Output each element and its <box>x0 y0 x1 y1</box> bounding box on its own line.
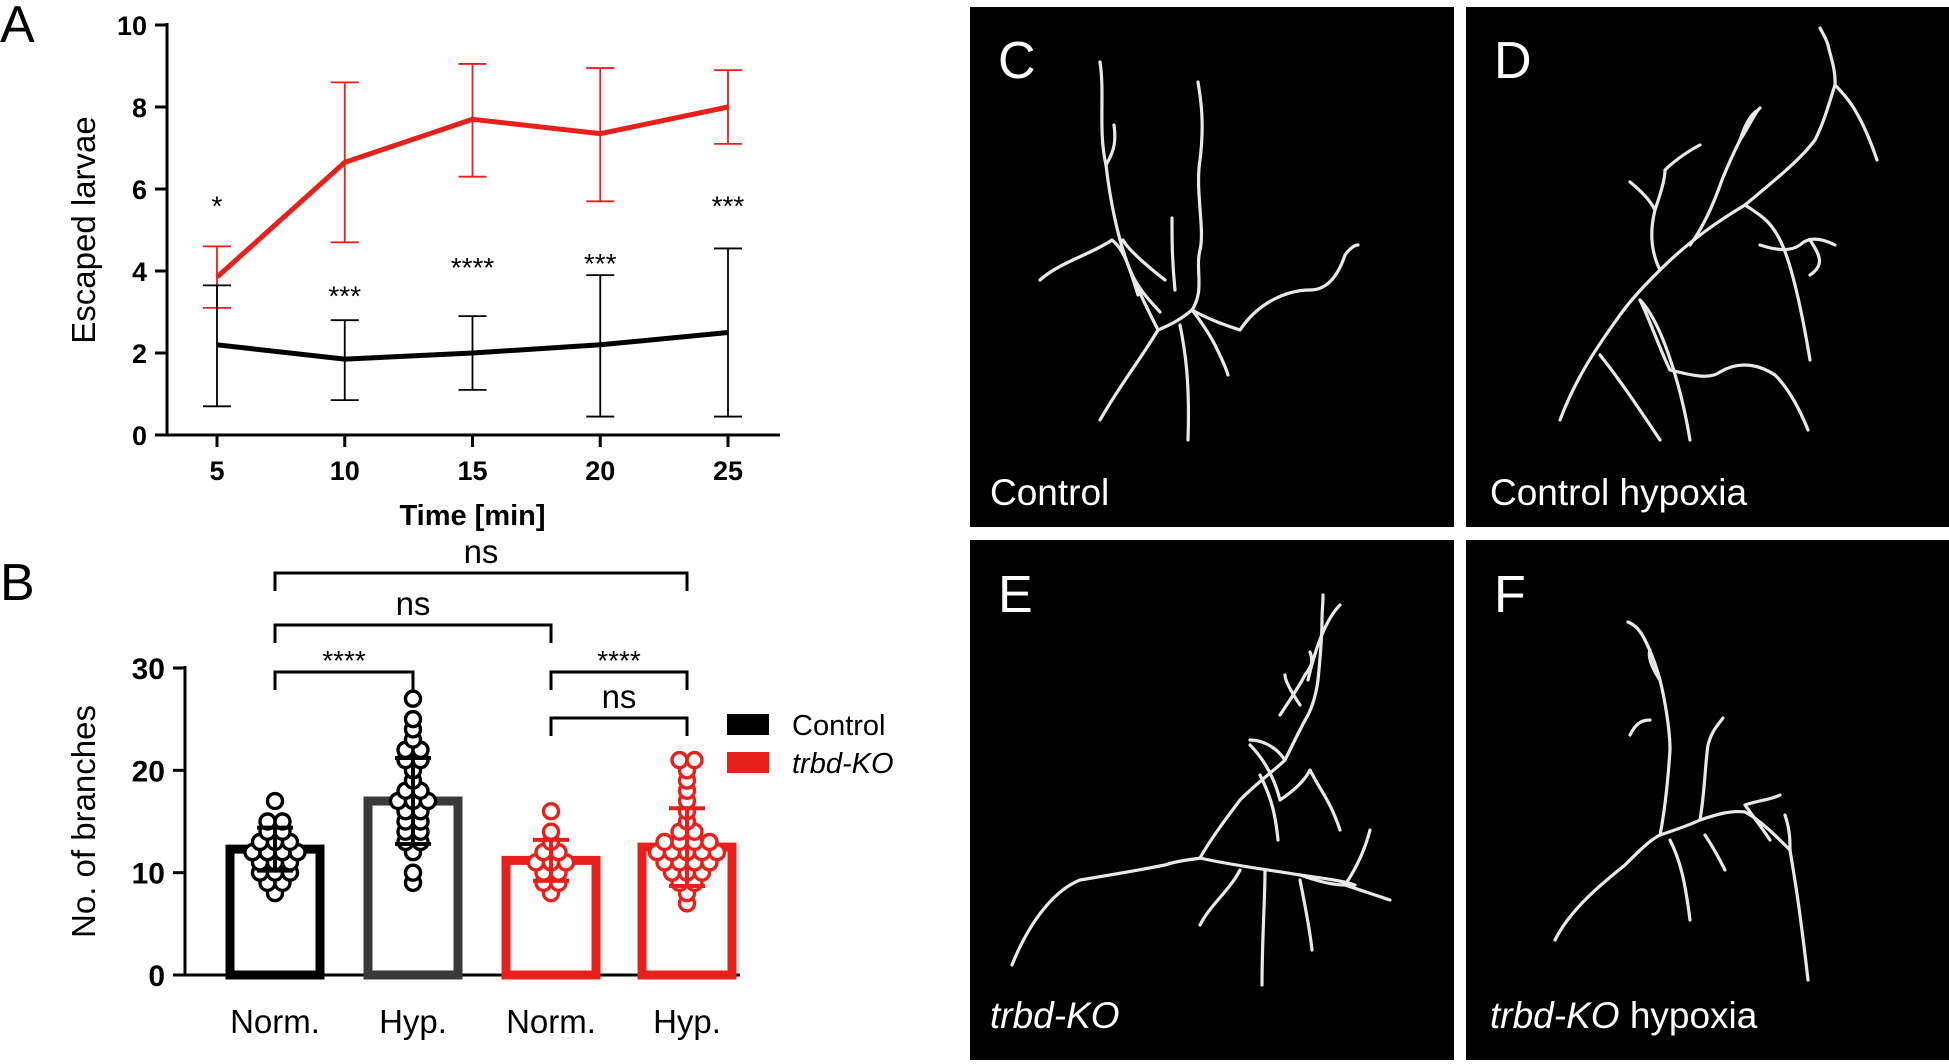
y-tick-label-b-30: 30 <box>132 653 165 686</box>
significance-a-20: *** <box>584 248 617 279</box>
comparison-label-1: ns <box>396 585 431 622</box>
comparison-label-0: ns <box>464 533 499 570</box>
neuron-trace-control <box>1038 60 1360 442</box>
x-axis-title-a: Time [min] <box>399 500 545 532</box>
neuron-trace-trbd-ko-hypoxia <box>1553 620 1810 982</box>
data-point-3-19 <box>700 832 719 852</box>
image-d-background <box>1466 7 1949 527</box>
image-panel-f: F trbd-KO hypoxia <box>1466 540 1949 1060</box>
panel-letter-b: B <box>0 554 35 612</box>
y-tick-label-b-20: 20 <box>132 755 165 788</box>
y-tick-label-a-4: 4 <box>132 257 147 287</box>
significance-a-10: *** <box>328 281 361 312</box>
image-letter-f: F <box>1494 566 1526 624</box>
data-point-3-29 <box>685 750 704 770</box>
image-caption-f-rest: hypoxia <box>1620 995 1758 1036</box>
image-e-background <box>970 540 1454 1060</box>
significance-a-15: **** <box>451 252 495 283</box>
legend-swatch-ko <box>727 752 769 773</box>
panel-letter-a: A <box>0 0 35 54</box>
image-caption-trbd-ko-italic: trbd-KO <box>990 995 1120 1036</box>
x-tick-label-a-20: 20 <box>585 456 615 486</box>
image-panel-c: C Control <box>970 7 1454 527</box>
data-point-2-12 <box>541 802 561 821</box>
image-caption-control-hypoxia: Control hypoxia <box>1490 472 1748 513</box>
x-tick-label-a-25: 25 <box>713 456 743 486</box>
x-tick-label-a-15: 15 <box>457 456 487 486</box>
comparison-label-3: **** <box>597 645 641 676</box>
data-point-1-25 <box>403 689 423 708</box>
image-letter-c: C <box>998 32 1036 90</box>
x-tick-label-a-10: 10 <box>330 456 360 486</box>
y-axis-title-b: No. of branches <box>65 705 102 938</box>
comparison-bracket-0 <box>273 571 689 591</box>
y-axis-title-a: Escaped larvae <box>65 116 102 343</box>
image-caption-control: Control <box>990 472 1109 513</box>
x-tick-label-a-5: 5 <box>209 456 224 486</box>
image-panel-e: E trbd-KO <box>970 540 1454 1060</box>
neuron-trace-trbd-ko <box>1010 593 1392 987</box>
data-point-3-16 <box>655 832 674 852</box>
y-tick-label-a-6: 6 <box>132 175 147 205</box>
image-panel-d: D Control hypoxia <box>1466 7 1949 527</box>
image-caption-f-italic: trbd-KO <box>1490 995 1620 1036</box>
comparison-label-2: **** <box>322 645 366 676</box>
data-point-0-20 <box>265 791 285 811</box>
legend-label-ko: trbd-KO <box>792 748 894 780</box>
significance-a-5: * <box>212 190 223 221</box>
category-label-0: Norm. <box>230 1003 320 1040</box>
comparison-bracket-1 <box>273 623 553 643</box>
image-caption-trbd-ko: trbd-KO <box>990 995 1120 1036</box>
comparison-bracket-4 <box>549 716 689 736</box>
y-tick-label-a-10: 10 <box>117 11 147 41</box>
significance-a-25: *** <box>712 190 745 221</box>
category-label-2: Norm. <box>506 1003 596 1040</box>
y-tick-label-a-2: 2 <box>132 339 147 369</box>
y-tick-label-b-10: 10 <box>132 858 165 891</box>
data-point-1-1 <box>403 863 423 882</box>
image-f-background <box>1466 540 1949 1060</box>
image-caption-trbd-ko-hypoxia: trbd-KO hypoxia <box>1490 995 1758 1036</box>
legend-swatch-control <box>727 714 769 735</box>
legend-label-control: Control <box>792 710 886 742</box>
image-letter-e: E <box>998 566 1033 624</box>
neuron-trace-control-hypoxia <box>1558 26 1879 442</box>
data-point-1-24 <box>403 709 423 729</box>
data-point-2-11 <box>541 822 561 841</box>
y-tick-label-b-0: 0 <box>148 960 165 993</box>
category-label-3: Hyp. <box>653 1003 721 1040</box>
image-c-background <box>970 7 1454 527</box>
y-tick-label-a-8: 8 <box>132 93 147 123</box>
series-line-ko <box>215 104 729 280</box>
image-letter-d: D <box>1494 32 1532 90</box>
category-label-1: Hyp. <box>379 1003 447 1040</box>
data-point-3-28 <box>670 750 689 770</box>
y-tick-label-a-0: 0 <box>132 421 147 451</box>
series-line-control <box>216 330 729 362</box>
comparison-label-4: ns <box>602 678 637 715</box>
